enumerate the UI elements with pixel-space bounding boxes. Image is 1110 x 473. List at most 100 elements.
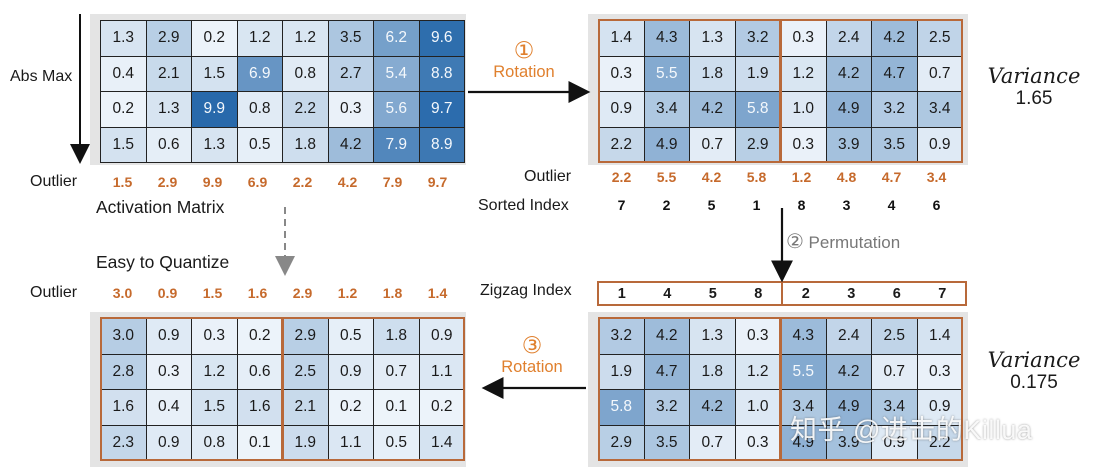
sorted-index-value: 3	[842, 197, 851, 213]
matrix-cell: 0.5	[327, 318, 374, 355]
matrix-cell: 6.2	[373, 20, 420, 57]
matrix-cell: 1.0	[734, 389, 781, 426]
matrix-cell: 1.2	[282, 20, 329, 57]
matrix-cell: 4.2	[327, 126, 374, 163]
sorted-index-value: 1	[752, 197, 761, 213]
matrix-cell: 4.7	[871, 55, 918, 92]
step-2-label: Permutation	[808, 233, 901, 252]
outliers-value: 1.5	[202, 285, 223, 301]
outliers-value: 1.2	[791, 169, 812, 185]
matrix-cell: 1.3	[689, 20, 736, 57]
activation-matrix-caption: Activation Matrix	[96, 197, 225, 217]
quantized-outlier-label: Outlier	[30, 284, 78, 301]
matrix-cell: 1.3	[191, 126, 238, 163]
step-3-label: Rotation	[501, 358, 563, 376]
permuted-variance: Variance 0.175	[975, 348, 1093, 394]
zigzag-index-value: 5	[708, 286, 717, 302]
matrix-cell: 3.9	[825, 424, 872, 461]
outliers-value: 5.8	[746, 169, 767, 185]
matrix-cell: 0.7	[373, 353, 420, 390]
matrix-cell: 0.5	[236, 126, 283, 163]
zigzag-index-value: 6	[892, 286, 901, 302]
step-1-number: ①	[513, 37, 535, 63]
outliers-value: 4.2	[337, 174, 358, 190]
matrix-cell: 4.2	[825, 353, 872, 390]
matrix-cell: 3.5	[643, 424, 690, 461]
matrix-cell: 1.3	[689, 318, 736, 355]
outliers-value: 4.8	[836, 169, 857, 185]
matrix-cell: 2.9	[598, 424, 645, 461]
step-rotation-1: ① Rotation	[474, 37, 574, 82]
matrix-cell: 0.9	[916, 389, 963, 426]
matrix-cell: 1.1	[418, 353, 465, 390]
matrix-cell: 0.6	[145, 126, 192, 163]
matrix-cell: 8.8	[418, 55, 465, 92]
outliers-value: 2.2	[611, 169, 632, 185]
matrix-cell: 0.9	[145, 424, 192, 461]
matrix-cell: 4.2	[689, 389, 736, 426]
sorted-index-value: 5	[707, 197, 716, 213]
matrix-cell: 2.9	[734, 126, 781, 163]
zigzag-index-value: 2	[781, 283, 829, 304]
matrix-cell: 0.3	[145, 353, 192, 390]
matrix-cell: 0.9	[418, 318, 465, 355]
outliers-value: 3.4	[926, 169, 947, 185]
matrix-cell: 0.8	[191, 424, 238, 461]
matrix-cell: 0.2	[236, 318, 283, 355]
matrix-cell: 4.2	[689, 91, 736, 128]
watermark: 知乎 @进击的Killua	[790, 415, 1033, 445]
matrix-cell: 0.3	[916, 353, 963, 390]
outliers-value: 9.9	[202, 174, 223, 190]
step-1-label: Rotation	[493, 63, 555, 81]
matrix-cell: 0.9	[871, 424, 918, 461]
zigzag-index-value: 8	[754, 286, 763, 302]
matrix-cell: 2.8	[100, 353, 147, 390]
activation-outlier-label: Outlier	[30, 173, 78, 190]
matrix-cell: 0.3	[734, 424, 781, 461]
matrix-cell: 0.9	[916, 126, 963, 163]
step-3-number: ③	[521, 332, 543, 358]
matrix-cell: 4.9	[825, 389, 872, 426]
step-permutation: ② Permutation	[786, 229, 946, 254]
matrix-cell: 0.2	[418, 389, 465, 426]
matrix-cell: 1.5	[100, 126, 147, 163]
matrix-cell: 2.2	[916, 424, 963, 461]
matrix-cell: 4.2	[825, 55, 872, 92]
variance-word: Variance	[987, 64, 1081, 88]
step-rotation-3: ③ Rotation	[482, 332, 582, 377]
matrix-cell: 5.8	[734, 91, 781, 128]
matrix-cell: 3.4	[643, 91, 690, 128]
outliers-value: 4.7	[881, 169, 902, 185]
outliers-value: 1.8	[382, 285, 403, 301]
variance-value: 0.175	[1010, 372, 1058, 393]
matrix-cell: 1.8	[282, 126, 329, 163]
matrix-cell: 1.9	[734, 55, 781, 92]
outliers-value: 9.7	[427, 174, 448, 190]
matrix-cell: 4.9	[780, 424, 827, 461]
sorted-index-value: 7	[617, 197, 626, 213]
matrix-cell: 0.3	[598, 55, 645, 92]
matrix-cell: 3.5	[327, 20, 374, 57]
matrix-cell: 0.6	[236, 353, 283, 390]
rotated-variance: Variance 1.65	[975, 64, 1093, 110]
matrix-cell: 1.8	[373, 318, 420, 355]
matrix-cell: 0.3	[191, 318, 238, 355]
matrix-cell: 0.3	[780, 126, 827, 163]
matrix-cell: 3.4	[871, 389, 918, 426]
matrix-cell: 0.1	[236, 424, 283, 461]
matrix-cell: 2.9	[145, 20, 192, 57]
matrix-cell: 5.5	[780, 353, 827, 390]
matrix-cell: 0.9	[145, 318, 192, 355]
outliers-value: 6.9	[247, 174, 268, 190]
